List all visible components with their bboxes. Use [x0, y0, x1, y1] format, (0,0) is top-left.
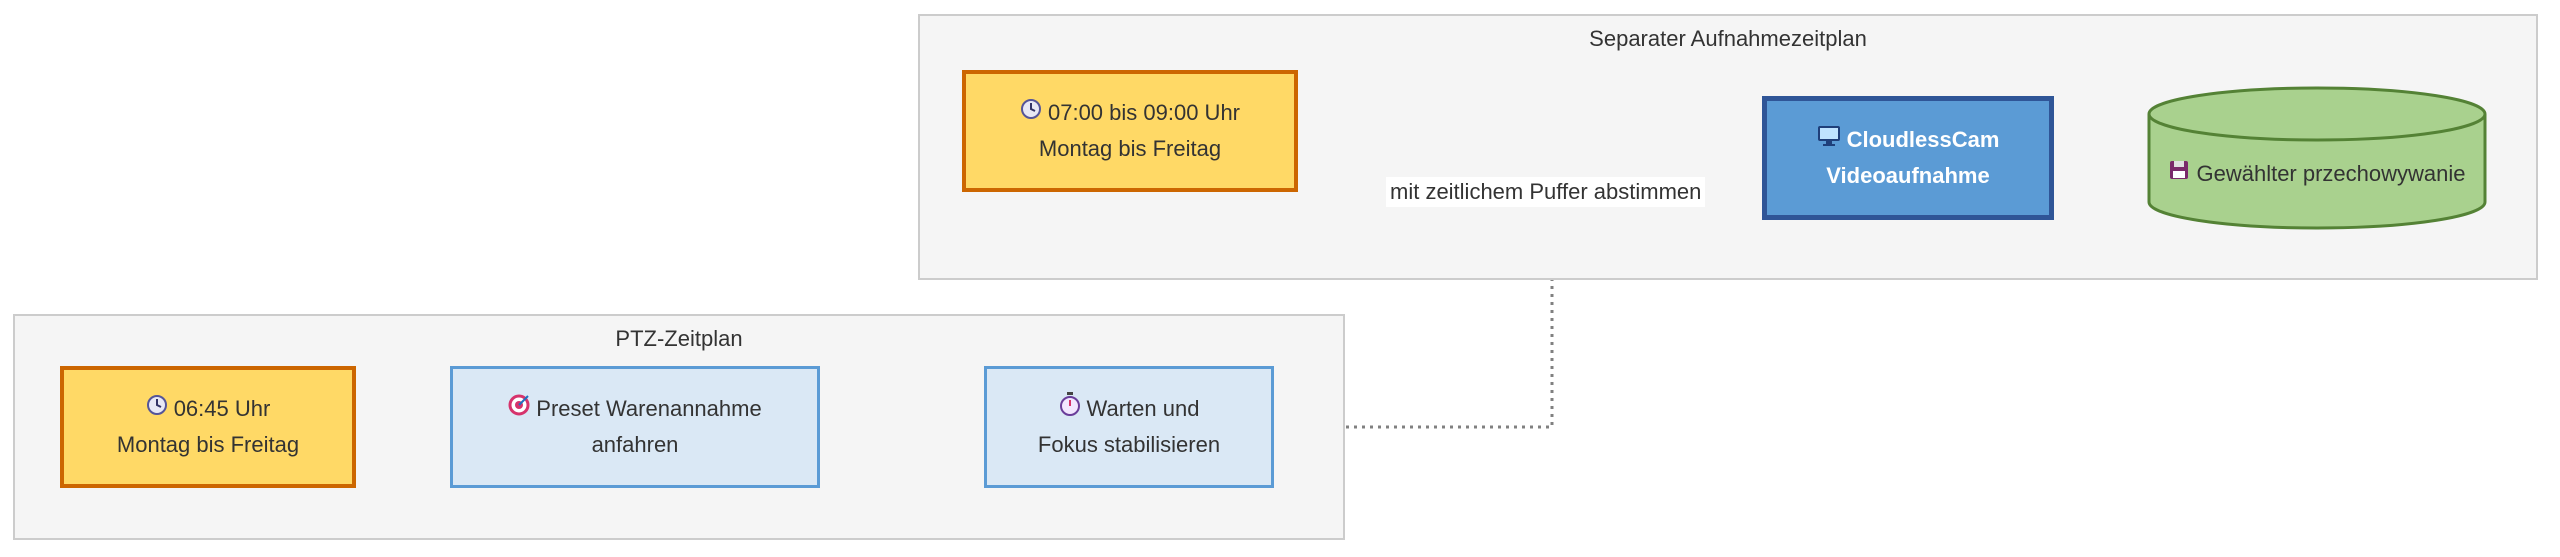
- clock-icon: [146, 391, 168, 427]
- floppy-disk-icon: [2168, 156, 2190, 192]
- storage-text: Gewählter przechowywanie: [2147, 126, 2487, 222]
- storage-node[interactable]: Gewählter przechowywanie: [2147, 86, 2487, 230]
- storage-cylinder-shape: [2147, 86, 2487, 230]
- preset-label-line1: Preset Warenannahme: [536, 396, 762, 421]
- group-recording-schedule-title: Separater Aufnahmezeitplan: [1589, 26, 1867, 51]
- preset-node[interactable]: Preset Warenannahme anfahren: [450, 366, 820, 488]
- wait-label-line2: Fokus stabilisieren: [1037, 432, 1221, 457]
- camera-title: CloudlessCam: [1846, 127, 2000, 152]
- preset-label-line2: anfahren: [591, 432, 679, 457]
- group-ptz-schedule-title: PTZ-Zeitplan: [615, 326, 743, 351]
- storage-label: Gewählter przechowywanie: [2196, 161, 2466, 186]
- wait-node[interactable]: Warten und Fokus stabilisieren: [984, 366, 1274, 488]
- wait-label-line1: Warten und: [1086, 396, 1200, 421]
- edge-wait-to-camera-sync: [1274, 164, 1762, 429]
- target-icon: [508, 391, 530, 427]
- ptz-time-node[interactable]: 06:45 Uhr Montag bis Freitag: [60, 366, 356, 488]
- camera-subtitle: Videoaufnahme: [1826, 163, 1990, 188]
- sync-edge-label: mit zeitlichem Puffer abstimmen: [1386, 177, 1706, 207]
- ptz-days-label: Montag bis Freitag: [116, 432, 300, 457]
- ptz-time-label: 06:45 Uhr: [173, 396, 271, 421]
- clock-icon: [1020, 95, 1042, 131]
- camera-recording-node[interactable]: CloudlessCam Videoaufnahme: [1762, 96, 2054, 220]
- recording-time-label: 07:00 bis 09:00 Uhr: [1047, 100, 1241, 125]
- computer-icon: [1817, 122, 1841, 158]
- recording-days-label: Montag bis Freitag: [1038, 136, 1222, 161]
- stopwatch-icon: [1059, 391, 1081, 427]
- recording-time-node[interactable]: 07:00 bis 09:00 Uhr Montag bis Freitag: [962, 70, 1298, 192]
